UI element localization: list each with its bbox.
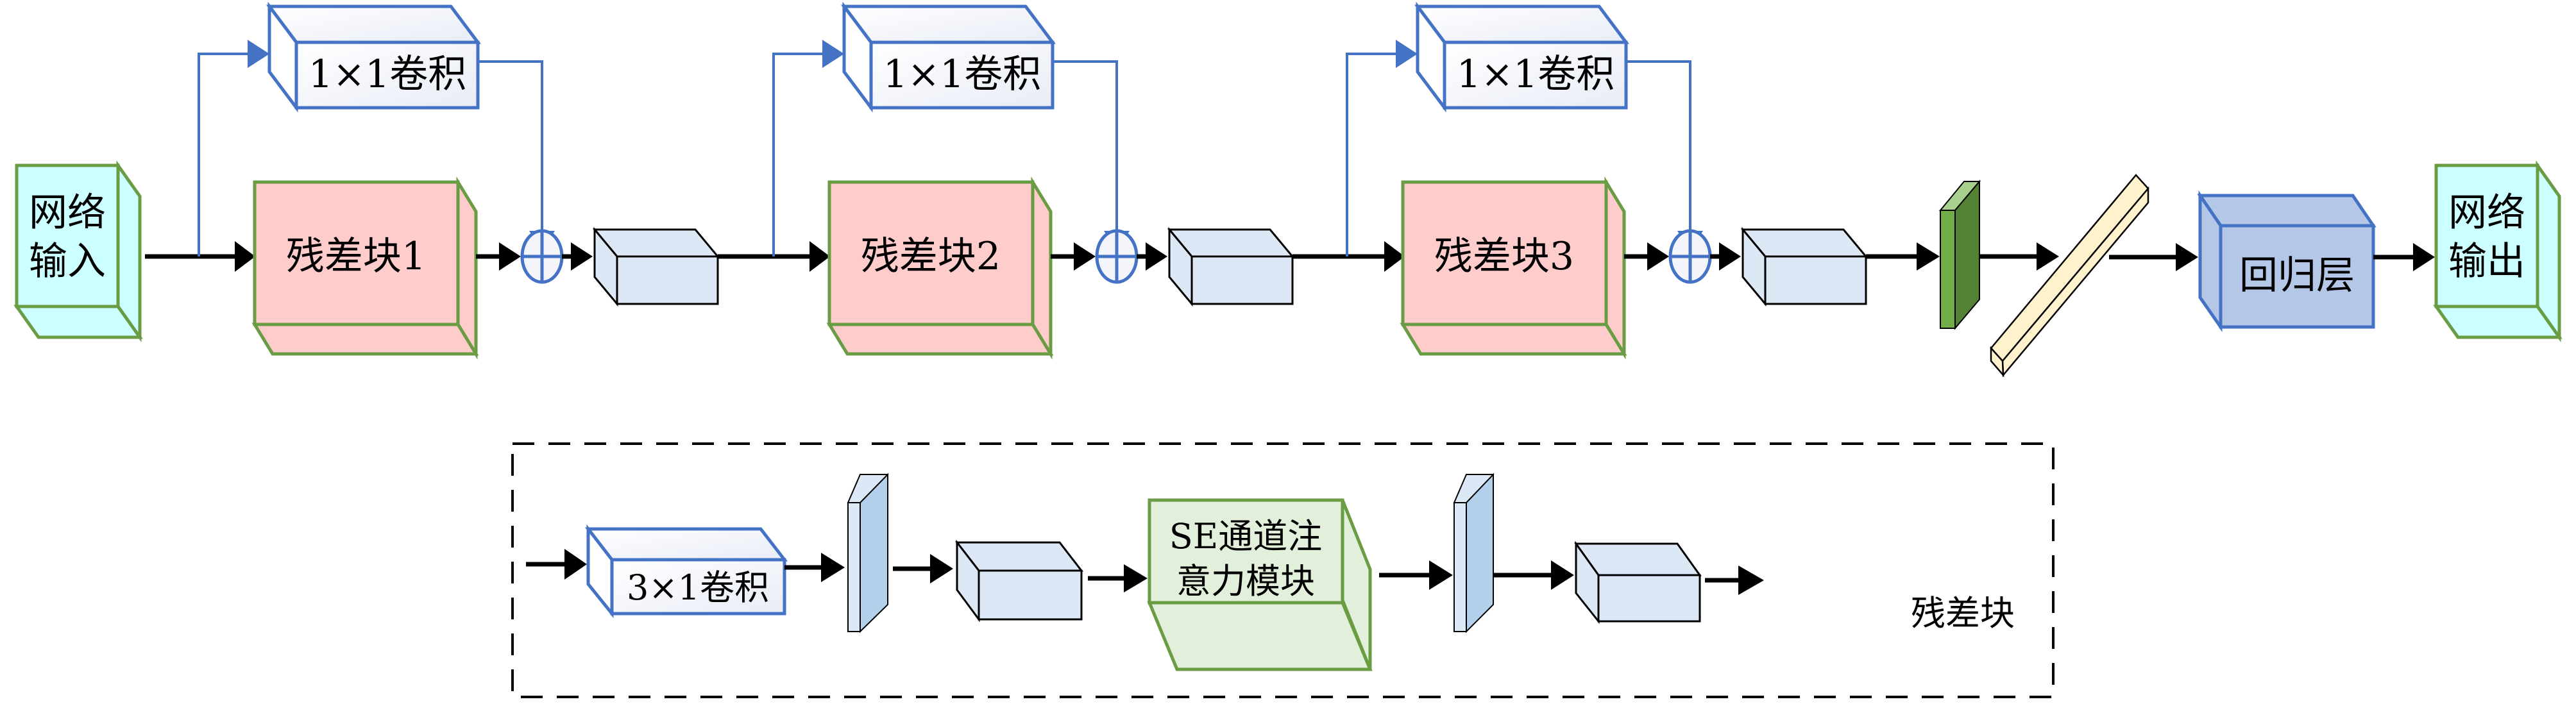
residual-block-label: 残差块2 — [861, 234, 1001, 279]
conv-label: 1×1卷积 — [883, 52, 1042, 97]
arrow-head-icon — [235, 241, 255, 272]
arrow-head-icon — [1124, 564, 1148, 592]
add-operator-icon — [1668, 229, 1712, 284]
arrow-head-icon — [1647, 242, 1669, 271]
residual-block-detail-panel: 3×1卷积 SE通道注 意力模块 — [511, 442, 2055, 698]
arrow-head-icon — [1738, 566, 1764, 595]
network-input-box: 网络 输入 — [13, 160, 143, 342]
shortcut-line — [772, 53, 828, 256]
feature-map-cube — [1574, 541, 1702, 624]
shortcut-arrow-icon — [248, 40, 269, 68]
stage-1: 1×1卷积 残差块1 — [198, 1, 830, 360]
conv-label: 1×1卷积 — [1457, 52, 1615, 97]
flatten-layer-bar — [1990, 174, 2149, 378]
shortcut-line — [1346, 53, 1402, 256]
output-label-line1: 网络 — [2448, 190, 2525, 235]
arrow-head-icon — [1074, 242, 1096, 271]
arrow-head-icon — [1551, 560, 1574, 590]
residual-block: 残差块2 — [826, 176, 1054, 360]
shortcut-line — [198, 53, 253, 256]
add-operator-icon — [1095, 229, 1139, 284]
shortcut-conv-box: 1×1卷积 — [1414, 1, 1629, 113]
shortcut-arrow-icon — [1396, 40, 1418, 68]
detail-panel-title: 残差块 — [1911, 593, 2015, 633]
dashed-border — [511, 442, 2055, 698]
network-output-box: 网络 输出 — [2433, 160, 2563, 342]
shortcut-conv-box: 1×1卷积 — [841, 1, 1056, 113]
se-attention-module: SE通道注 意力模块 — [1147, 498, 1373, 671]
add-operator-icon — [520, 229, 564, 284]
conv-label: 1×1卷积 — [309, 52, 467, 97]
dense-layer-slab — [1938, 180, 1981, 330]
main-flow-arrows — [145, 241, 255, 272]
se-label-line1: SE通道注 — [1169, 516, 1322, 557]
input-label-line2: 输入 — [29, 239, 106, 284]
batchnorm-slab — [847, 473, 889, 633]
arrow-head-icon — [2413, 243, 2435, 271]
residual-block: 残差块3 — [1400, 176, 1627, 360]
shortcut-conv-box: 1×1卷积 — [266, 1, 481, 113]
feature-map-cube — [954, 539, 1084, 623]
feature-map-cube — [1740, 226, 1868, 307]
arrow-head-icon — [571, 242, 593, 271]
feature-map-cube — [1167, 226, 1295, 307]
arrow-head-icon — [809, 241, 830, 272]
residual-block-label: 残差块3 — [1434, 234, 1574, 279]
arrow-head-icon — [1146, 242, 1167, 271]
arrow-head-icon — [1917, 242, 1940, 271]
arrow-head-icon — [2037, 242, 2059, 271]
regression-label: 回归层 — [2239, 253, 2355, 298]
arrow-head-icon — [1719, 242, 1741, 271]
arrow-head-icon — [499, 242, 521, 271]
conv3x1-label: 3×1卷积 — [627, 567, 769, 608]
arrow-head-icon — [2176, 243, 2198, 271]
shortcut-arrow-icon — [822, 40, 844, 68]
feature-map-cube — [592, 226, 720, 307]
stage-2: 1×1卷积 残差块2 — [772, 1, 1405, 360]
residual-block-label: 残差块1 — [286, 234, 426, 279]
arrow-head-icon — [1429, 560, 1453, 590]
conv3x1-box: 3×1卷积 — [584, 524, 788, 619]
stage-3: 1×1卷积 残差块3 — [1346, 1, 1868, 360]
regression-layer-box: 回归层 — [2197, 190, 2377, 332]
batchnorm-slab — [1453, 473, 1495, 633]
residual-block: 残差块1 — [251, 176, 479, 360]
arrow-head-icon — [930, 554, 953, 583]
arrow-head-icon — [564, 549, 587, 580]
arrow-head-icon — [821, 553, 845, 582]
arrow-head-icon — [1384, 241, 1405, 272]
input-label-line1: 网络 — [29, 190, 106, 235]
se-label-line2: 意力模块 — [1176, 561, 1315, 601]
output-label-line2: 输出 — [2448, 239, 2525, 284]
